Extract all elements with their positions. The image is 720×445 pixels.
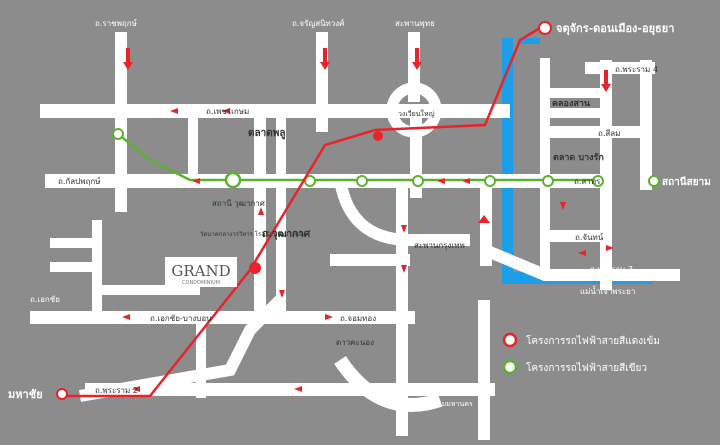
label-chom-thong: ถ.จอมทอง (340, 314, 376, 323)
legend-green-label: โครงการรถไฟฟ้าสายสีเขียว (526, 361, 647, 374)
green-station-pho-nimit (356, 175, 368, 187)
label-charansanitwong: ถ.จรัญสนิทวงศ์ (292, 18, 344, 28)
grand-subtitle: CONDOMINIUM (182, 280, 220, 286)
label-talat-phlu: ตลาดพลู (248, 128, 285, 140)
label-wat: วัดนาคกลางวรวิหาร โรงเรียนวัดนางนอง (200, 230, 305, 238)
label-dao-khanong: ดาวคะนอง (336, 338, 374, 347)
label-silom: ถ.สีลม (598, 129, 620, 138)
red-station-grand (249, 262, 261, 274)
green-station-bang-wa (112, 128, 124, 140)
legend: โครงการรถไฟฟ้าสายสีแดงเข้ม โครงการรถไฟฟ้… (502, 332, 660, 375)
label-ekkachai-bangbon: ถ.เอกชัย-บางบอน (150, 314, 212, 323)
label-sathorn: ถ.สาทร (574, 177, 601, 186)
label-ekkachai: ถ.เอกชัย (30, 295, 60, 304)
label-wongwian-yai: วงเวียนใหญ่ (398, 109, 435, 118)
green-station-sathorn (592, 175, 604, 187)
label-rama3: ถ.พระราม 3 (590, 265, 633, 274)
label-expressway: ทางด่วนเฉลิมมหานคร (405, 400, 473, 408)
legend-red-marker (502, 332, 518, 348)
grand-condominium-marker[interactable]: GRAND CONDOMINIUM (165, 257, 237, 287)
red-station-wongwian (373, 131, 383, 141)
grand-title: GRAND (171, 262, 230, 280)
green-line-route (112, 128, 660, 189)
label-chan: ถ.จันทน์ (575, 232, 604, 242)
label-chatuchak: จตุจักร-ดอนเมือง-อยุธยา (556, 22, 674, 36)
label-ratchaphruek: ถ.ราชพฤกษ์ (95, 18, 137, 28)
direction-arrows (122, 48, 614, 392)
green-station-krung-thon (412, 175, 424, 187)
green-station-siam (648, 175, 660, 187)
label-chao-phraya-bottom: แม่น้ำเจ้าพระยา (580, 285, 635, 296)
legend-green-marker (502, 359, 518, 375)
label-saphan-phut: สะพานพุทธ (395, 19, 435, 28)
green-station-surasak (542, 175, 554, 187)
label-rama2: ถ.พระราม 2 (95, 386, 138, 395)
label-wutthakat-road: ถ.วุฒากาศ (262, 229, 311, 240)
label-siam-station: สถานีสยาม (662, 176, 711, 188)
red-station-mahachai (56, 388, 68, 400)
red-station-chatuchak (538, 21, 552, 35)
label-saphan-krungthep: สะพานกรุงเทพ (414, 241, 465, 250)
label-mahachai: มหาชัย (8, 388, 43, 401)
label-wutthakat-station: สถานี วุฒากาศ (212, 199, 265, 208)
legend-red-label: โครงการรถไฟฟ้าสายสีแดงเข้ม (526, 334, 660, 347)
red-line-route (56, 21, 552, 400)
green-station-wutthakat (224, 171, 242, 189)
label-khlong-san: คลองสาน (552, 99, 591, 109)
green-station-saphan-taksin (484, 175, 496, 187)
label-phetkasem: ถ.เพชรเกษม (206, 107, 249, 116)
label-talat-bangrak: ตลาด บางรัก (553, 152, 604, 163)
label-rama4: ถ.พระราม 4 (615, 65, 658, 74)
label-kalapaphruek: ถ.กัลปพฤกษ์ (58, 176, 101, 186)
green-station-talat-phlu (304, 175, 316, 187)
